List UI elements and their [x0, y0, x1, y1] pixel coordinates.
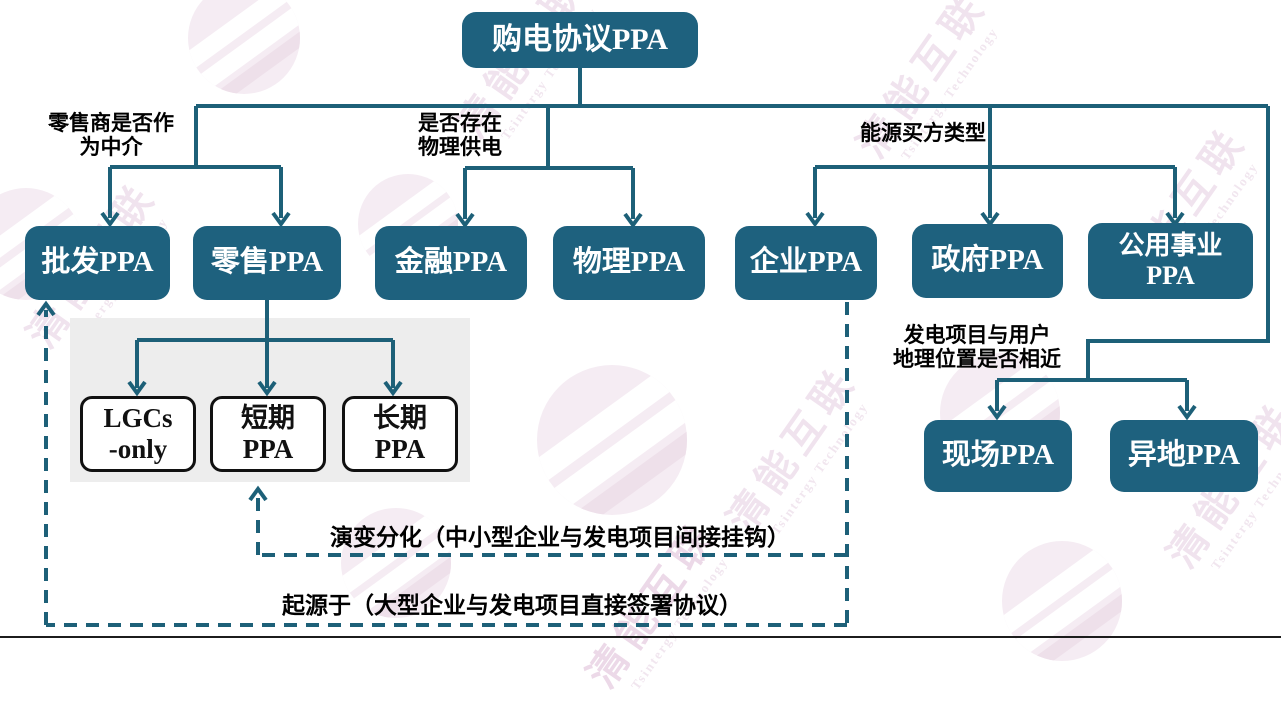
node-offsite-ppa: 异地PPA	[1110, 420, 1258, 492]
criteria-retailer-intermediary: 零售商是否作 为中介	[48, 111, 174, 159]
node-ppa-root: 购电协议PPA	[462, 12, 698, 68]
note-evolution: 演变分化（中小型企业与发电项目间接挂钩）	[330, 525, 790, 550]
node-physical-ppa: 物理PPA	[553, 226, 705, 300]
node-long-term-ppa: 长期 PPA	[342, 396, 458, 472]
connector-lines	[36, 68, 1270, 627]
criteria-physical-supply: 是否存在 物理供电	[418, 111, 502, 159]
node-short-term-ppa: 短期 PPA	[210, 396, 326, 472]
node-utility-ppa: 公用事业 PPA	[1088, 223, 1253, 299]
node-onsite-ppa: 现场PPA	[924, 420, 1072, 492]
node-label: 购电协议PPA	[491, 22, 669, 56]
node-lgcs-only: LGCs -only	[80, 396, 196, 472]
watermark-logo-icon	[188, 0, 300, 94]
note-origin: 起源于（大型企业与发电项目直接签署协议）	[282, 593, 742, 618]
node-retail-ppa: 零售PPA	[193, 226, 341, 300]
bottom-border	[0, 636, 1281, 638]
watermark-logo-icon	[1002, 541, 1122, 661]
node-financial-ppa: 金融PPA	[375, 226, 527, 300]
node-wholesale-ppa: 批发PPA	[25, 226, 170, 300]
watermark-logo-icon	[537, 365, 687, 515]
node-corporate-ppa: 企业PPA	[735, 226, 877, 300]
node-government-ppa: 政府PPA	[912, 224, 1063, 298]
criteria-buyer-type: 能源买方类型	[860, 121, 986, 145]
watermark-logo-icon	[341, 508, 451, 618]
criteria-geo-proximity: 发电项目与用户 地理位置是否相近	[893, 323, 1061, 371]
